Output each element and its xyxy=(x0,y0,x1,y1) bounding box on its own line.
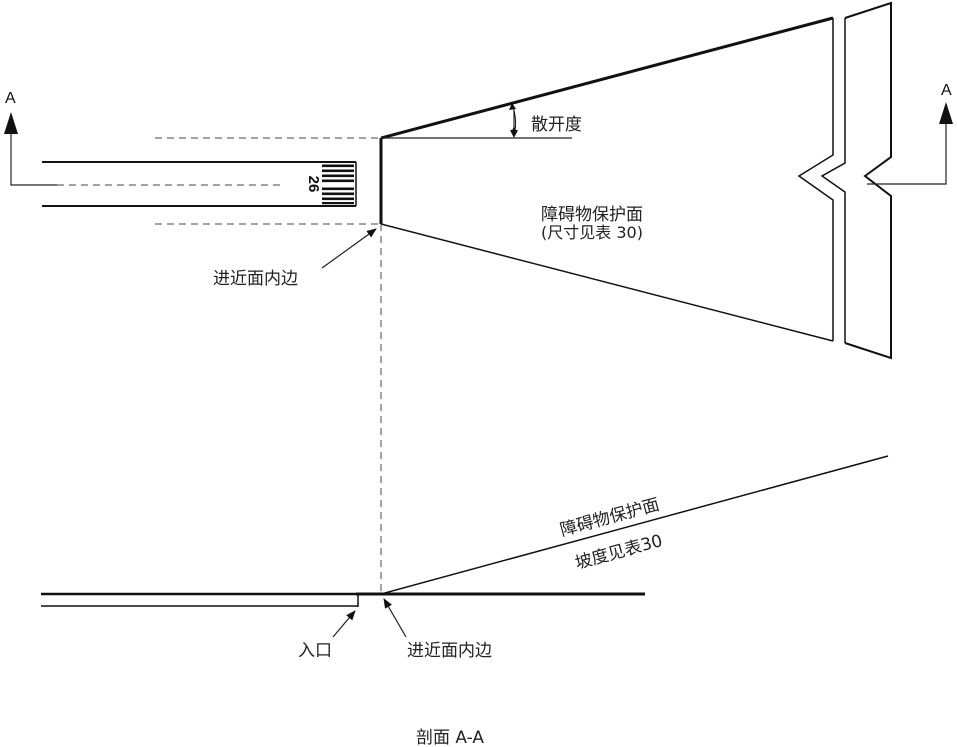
surface-far-end xyxy=(844,1,892,360)
section-arrow-left-icon xyxy=(4,112,18,134)
inner-edge-label-section: 进近面内边 xyxy=(407,641,492,661)
runway-plan: 26 xyxy=(42,161,357,207)
section-arrow-right-icon xyxy=(939,102,953,124)
inner-edge-leader-plan xyxy=(321,228,377,269)
entrance-leader xyxy=(332,610,356,638)
section-caption: 剖面 A-A xyxy=(416,728,484,747)
protection-surface-plan xyxy=(379,1,892,360)
divergence-arrow-top-icon xyxy=(509,103,516,110)
divergence-arrow-bottom-icon xyxy=(510,130,518,138)
section-mark-left-label: A xyxy=(5,90,16,107)
threshold-markings xyxy=(322,164,354,205)
divergence-annotation: 散开度 xyxy=(381,103,582,139)
section-line-right xyxy=(867,122,947,185)
surface-break-inner xyxy=(820,18,846,343)
surface-bottom-edge xyxy=(380,223,834,342)
section-view: 障碍物保护面 坡度见表30 入口 进近面内边 剖面 A-A xyxy=(41,455,889,747)
section-mark-right: A xyxy=(867,82,953,185)
inner-edge-label-plan: 进近面内边 xyxy=(213,269,298,289)
plan-view: A 26 xyxy=(4,1,953,360)
inner-edge-leader-section xyxy=(383,598,407,638)
surface-label-plan: 障碍物保护面 xyxy=(541,205,643,225)
surface-break-left xyxy=(797,18,834,341)
divergence-label: 散开度 xyxy=(531,115,582,135)
runway-designator: 26 xyxy=(305,176,322,193)
section-mark-left: A xyxy=(4,90,57,186)
surface-slope-line xyxy=(380,455,889,595)
surface-note-plan: (尺寸见表 30) xyxy=(541,223,643,242)
section-line-left xyxy=(10,128,57,186)
surface-top-edge xyxy=(380,16,834,140)
entrance-label: 入口 xyxy=(298,641,332,661)
section-mark-right-label: A xyxy=(941,82,952,99)
